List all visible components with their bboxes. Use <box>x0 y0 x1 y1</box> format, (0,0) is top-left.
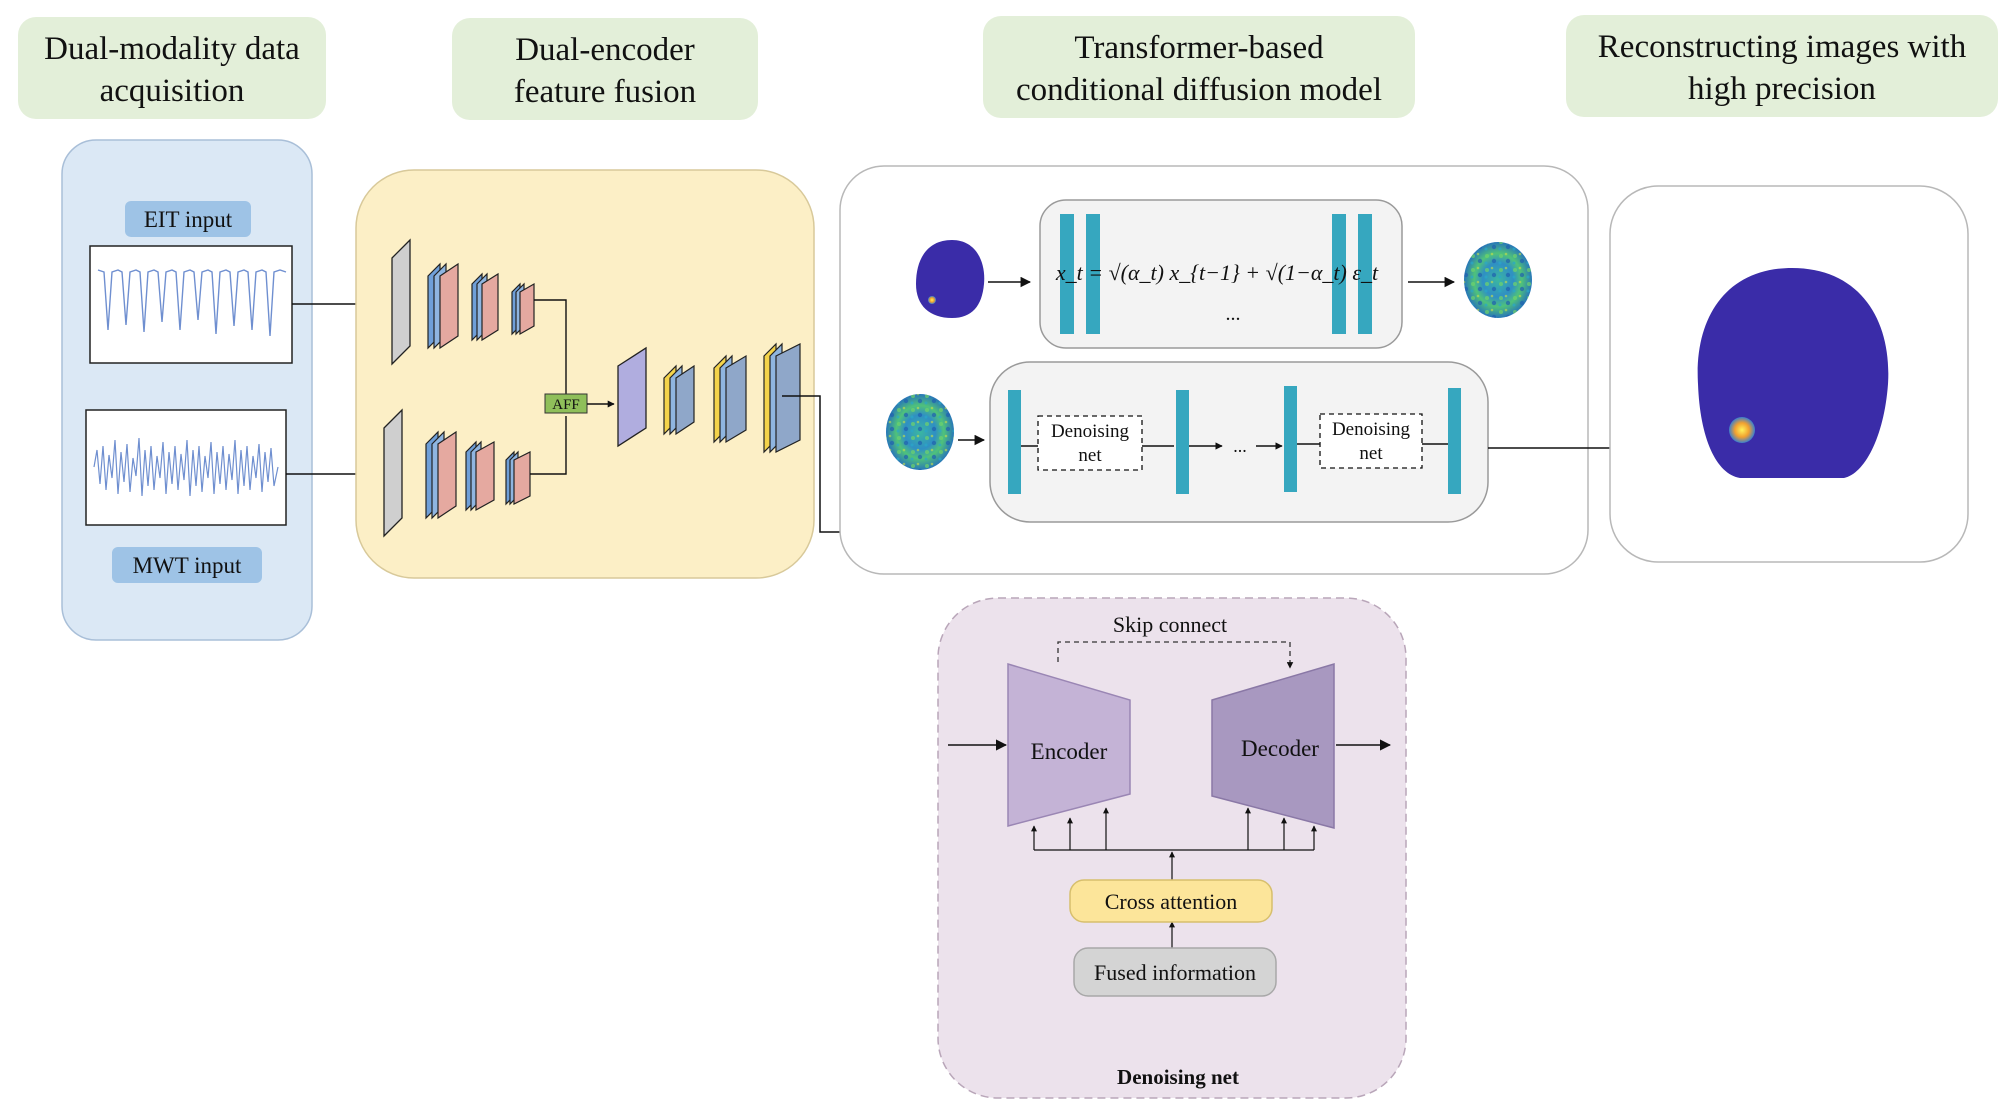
denoising-net-panel: Skip connect Encoder Decoder Cross atten… <box>937 597 1407 1099</box>
eit-waveform <box>97 269 287 337</box>
fusion-decoder-stage2 <box>663 364 695 436</box>
eit-encoder-stage3 <box>471 272 499 342</box>
forward-bar-1 <box>1060 214 1074 334</box>
header-acquisition: Dual-modality data acquisition <box>18 17 326 119</box>
header-reconstruction-line2: high precision <box>1688 71 1876 107</box>
conditioning-arrows <box>1031 807 1317 948</box>
skip-connect-arrow <box>1057 641 1294 669</box>
reverse-bar-4 <box>1448 388 1461 494</box>
denoising-net-2-line1: Denoising <box>1332 419 1411 440</box>
forward-bar-2 <box>1086 214 1100 334</box>
mwt-to-aff-line <box>530 416 567 475</box>
noisy-input-image <box>886 394 954 470</box>
denoising-net-2-line2: net <box>1359 443 1383 464</box>
mwt-encoder-stage2 <box>425 430 457 520</box>
reconstructed-image <box>1697 268 1889 478</box>
decoder-label: Decoder <box>1241 736 1319 761</box>
forward-bar-3 <box>1332 214 1346 334</box>
header-diffusion-line1: Transformer-based <box>1074 30 1324 66</box>
fused-info-box <box>1073 947 1277 997</box>
mwt-encoder <box>383 408 531 538</box>
mwt-waveform <box>93 437 279 497</box>
eit-encoder-stage4 <box>511 282 535 336</box>
header-acquisition-line1: Dual-modality data <box>44 31 300 67</box>
mwt-input-label: MWT input <box>133 553 242 578</box>
eit-to-aff-line <box>534 299 567 394</box>
forward-bar-4 <box>1358 214 1372 334</box>
denoising-net-title: Denoising net <box>1117 1065 1239 1089</box>
forward-process-box <box>1039 199 1403 349</box>
header-fusion: Dual-encoder feature fusion <box>452 18 758 120</box>
acquisition-panel: EIT input MWT input <box>61 139 313 641</box>
header-reconstruction-line1: Reconstructing images with <box>1598 29 1967 65</box>
eit-input-label: EIT input <box>144 207 233 232</box>
aff-label: AFF <box>552 397 580 413</box>
fusion-decoder-stage4 <box>763 342 801 454</box>
decoder-block <box>1211 662 1335 829</box>
header-fusion-line2: feature fusion <box>514 74 696 110</box>
fusion-decoder <box>617 342 801 454</box>
forward-equation: x_t = √(α_t) x_{t−1} + √(1−α_t) ε_t <box>1055 260 1379 285</box>
mwt-label-box <box>112 547 262 583</box>
denoising-net-box-2 <box>1319 413 1423 469</box>
mwt-encoder-stage3 <box>465 440 495 512</box>
eit-encoder-stage2 <box>427 262 459 350</box>
denoising-net-1-line1: Denoising <box>1051 421 1130 442</box>
reverse-bar-2 <box>1176 390 1189 494</box>
header-diffusion: Transformer-based conditional diffusion … <box>983 16 1415 118</box>
header-fusion-line1: Dual-encoder <box>515 32 695 68</box>
fusion-decoder-stage3 <box>713 354 747 444</box>
encoder-label: Encoder <box>1031 739 1108 764</box>
anomaly-spot <box>1729 417 1755 443</box>
eit-encoder <box>391 238 535 366</box>
mwt-encoder-stage4 <box>505 450 531 506</box>
encoder-block <box>1007 662 1131 827</box>
eit-signal-plot <box>89 245 293 364</box>
fusion-panel: AFF <box>355 169 815 579</box>
denoising-net-1-line2: net <box>1078 445 1102 466</box>
eit-label-box <box>125 201 251 237</box>
forward-input-image <box>916 240 985 318</box>
cross-attention-label: Cross attention <box>1105 889 1238 914</box>
diffusion-panel: x_t = √(α_t) x_{t−1} + √(1−α_t) ε_t ... … <box>839 165 1589 575</box>
skip-connect-label: Skip connect <box>1113 612 1227 637</box>
reverse-bar-1 <box>1008 390 1021 494</box>
header-acquisition-line2: acquisition <box>100 73 245 109</box>
header-diffusion-line2: conditional diffusion model <box>1016 72 1382 108</box>
reverse-process-box <box>989 361 1489 523</box>
reverse-bar-3 <box>1284 386 1297 492</box>
noisy-output-image <box>1464 242 1532 318</box>
reconstruction-panel <box>1609 185 1969 563</box>
reverse-ellipsis: ... <box>1233 436 1247 456</box>
cross-attention-box <box>1069 879 1273 923</box>
fused-info-label: Fused information <box>1094 960 1256 985</box>
denoising-net-box-1 <box>1037 415 1143 471</box>
header-reconstruction: Reconstructing images with high precisio… <box>1566 15 1998 117</box>
forward-ellipsis: ... <box>1226 303 1241 325</box>
